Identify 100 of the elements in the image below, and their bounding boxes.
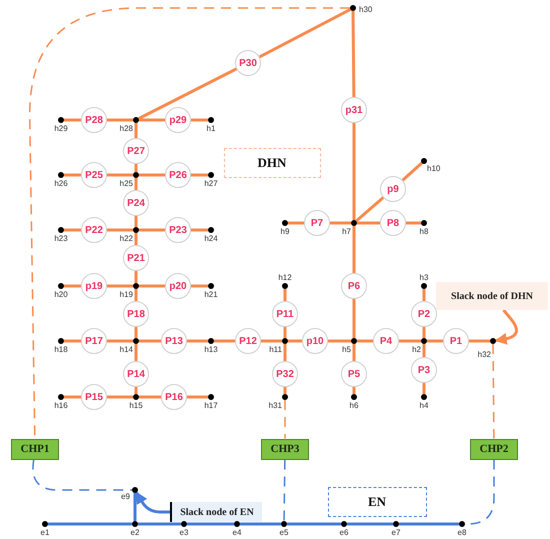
junction-dot <box>350 5 356 11</box>
pipe-line <box>352 123 356 220</box>
power-line <box>187 522 234 526</box>
pipe-circle: P32 <box>272 361 298 387</box>
callout-arrow <box>135 492 170 514</box>
pipe-circle: P17 <box>81 328 107 354</box>
pipe-line <box>139 228 165 232</box>
junction-dot <box>133 394 139 400</box>
junction-dot <box>459 521 465 527</box>
junction-dot <box>58 394 64 400</box>
power-line <box>287 522 341 526</box>
node-label: h20 <box>53 290 69 299</box>
junction-dot <box>282 283 288 289</box>
junction-dot <box>282 220 288 226</box>
junction-dot <box>133 117 139 123</box>
node-label: h21 <box>203 290 219 299</box>
node-label: h7 <box>341 227 351 236</box>
junction-dot <box>421 338 427 344</box>
pipe-line <box>187 340 208 342</box>
pipe-line <box>107 118 133 122</box>
junction-dot <box>58 283 64 289</box>
callout-box: Slack node of EN <box>170 502 262 522</box>
pipe-line <box>288 340 302 342</box>
callout-arrow <box>494 309 518 345</box>
pipe-circle: P11 <box>272 301 298 327</box>
node-label: e9 <box>120 492 130 501</box>
pipe-line <box>139 396 161 398</box>
pipe-line <box>64 228 81 232</box>
pipe-circle: P16 <box>161 384 187 410</box>
junction-dot <box>393 521 399 527</box>
node-label: h11 <box>268 345 282 354</box>
pipe-circle: P6 <box>341 273 367 299</box>
pipe-line <box>107 396 133 398</box>
pipe-line <box>139 174 165 176</box>
node-label: h19 <box>118 290 133 299</box>
junction-dot <box>181 521 187 527</box>
junction-dot <box>421 394 427 400</box>
pipe-line <box>64 118 81 122</box>
pipe-circle: P13 <box>161 328 187 354</box>
junction-dot <box>234 521 240 527</box>
pipe-circle: P18 <box>123 301 149 327</box>
callout-box: Slack node of DHN <box>436 282 548 310</box>
junction-dot <box>133 227 139 233</box>
pipe-circle: p29 <box>165 107 191 133</box>
node-label: h26 <box>53 179 69 188</box>
power-line <box>134 493 136 521</box>
node-label: h8 <box>418 227 430 236</box>
pipe-line <box>191 118 208 122</box>
node-label: e3 <box>178 528 190 537</box>
node-label: e7 <box>390 528 402 537</box>
pipe-circle: p10 <box>302 328 328 354</box>
node-label: h30 <box>359 5 374 14</box>
junction-dot <box>341 521 347 527</box>
pipe-line <box>402 162 423 182</box>
power-line <box>399 522 459 526</box>
junction-dot <box>208 172 214 178</box>
dashed-link <box>32 459 132 491</box>
node-label: h4 <box>418 401 430 410</box>
node-label: h18 <box>53 345 69 354</box>
pipe-line <box>422 327 426 338</box>
pipe-line <box>352 387 356 394</box>
node-label: e6 <box>338 528 350 537</box>
chp-box: CHP2 <box>470 438 518 460</box>
pipe-circle: P8 <box>380 210 406 236</box>
pipe-line <box>134 178 138 190</box>
pipe-line <box>261 340 282 342</box>
power-line <box>138 522 181 526</box>
chp-box: CHP3 <box>261 438 309 460</box>
pipe-circle: P2 <box>411 301 437 327</box>
pipe-line <box>355 196 384 222</box>
dashed-link <box>284 400 286 438</box>
junction-dot <box>42 521 48 527</box>
pipe-circle: P28 <box>81 107 107 133</box>
node-label: e8 <box>456 528 468 537</box>
node-label: h31 <box>268 401 282 410</box>
pipe-line <box>422 289 426 301</box>
junction-dot <box>133 172 139 178</box>
node-label: h25 <box>118 179 133 188</box>
pipe-circle: P22 <box>81 217 107 243</box>
pipe-line <box>139 284 165 288</box>
pipe-line <box>328 340 351 342</box>
pipe-line <box>134 233 138 245</box>
node-label: h23 <box>53 234 69 243</box>
node-label: h10 <box>427 164 442 173</box>
pipe-line <box>107 174 133 176</box>
pipe-line <box>64 174 81 176</box>
pipe-line <box>352 226 356 273</box>
node-label: h24 <box>203 234 219 243</box>
pipe-line <box>469 340 490 342</box>
pipe-line <box>64 284 81 288</box>
node-label: e2 <box>130 528 140 537</box>
pipe-line <box>422 383 426 394</box>
junction-dot <box>282 394 288 400</box>
pipe-line <box>134 289 138 301</box>
pipe-line <box>288 222 304 224</box>
junction-dot <box>351 394 357 400</box>
pipe-line <box>134 216 138 227</box>
pipe-line <box>187 396 208 398</box>
chp-box: CHP1 <box>11 438 59 460</box>
pipe-circle: P1 <box>443 328 469 354</box>
